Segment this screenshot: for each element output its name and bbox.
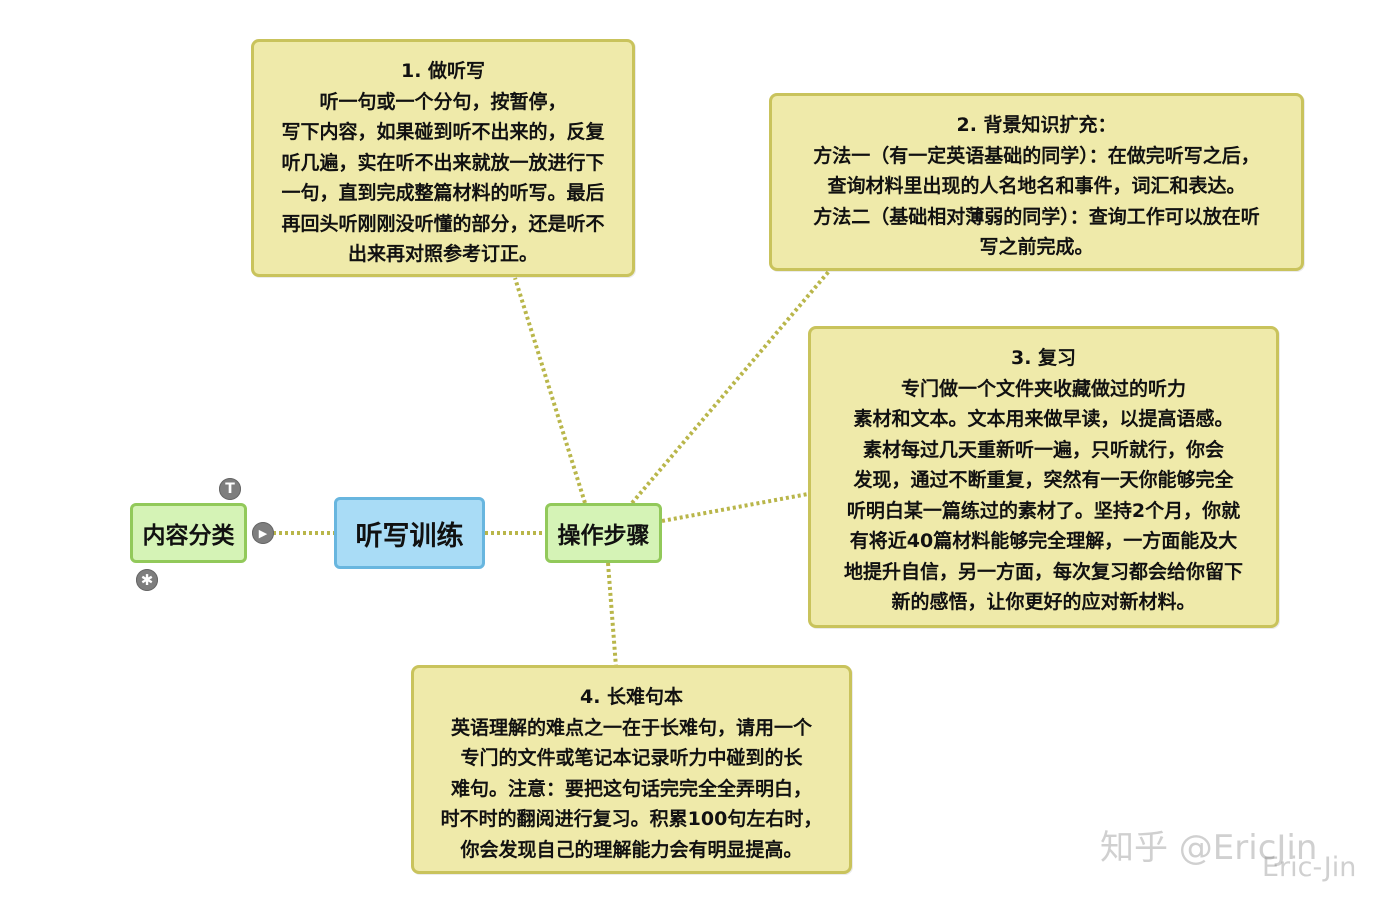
note-line: 一句，直到完成整篇材料的听写。最后	[281, 182, 605, 204]
node-content-category[interactable]: 内容分类	[130, 503, 247, 563]
node-central-topic[interactable]: 听写训练	[334, 497, 485, 569]
note-line: 听几遍，实在听不出来就放一放进行下	[281, 151, 605, 174]
note-line: 素材和文本。文本用来做早读，以提高语感。	[853, 408, 1234, 430]
note-line: 专门做一个文件夹收藏做过的听力	[900, 377, 1186, 400]
watermark-weibo: Eric-Jin	[1262, 852, 1357, 883]
note-line: 写之前完成。	[979, 236, 1094, 258]
note-line: 有将近40篇材料能够完全理解，一方面能及大	[849, 530, 1238, 552]
note-line: 听明白某一篇练过的素材了。坚持2个月，你就	[846, 499, 1241, 522]
expand-icon-glyph: ▶	[258, 526, 268, 540]
node-label: 操作步骤	[557, 523, 650, 549]
note-long-sentences[interactable]: 4. 长难句本 英语理解的难点之一在于长难句，请用一个 专门的文件或笔记本记录听…	[411, 665, 852, 874]
note-title: 1. 做听写	[400, 60, 486, 82]
expand-icon[interactable]: ▶	[252, 522, 274, 544]
note-title: 2. 背景知识扩充：	[956, 114, 1117, 136]
note-line: 你会发现自己的理解能力会有明显提高。	[460, 838, 803, 861]
note-line: 专门的文件或笔记本记录听力中碰到的长	[460, 747, 803, 769]
connector-branch-note3	[661, 492, 809, 523]
star-icon-glyph: ✱	[140, 571, 154, 589]
note-title: 4. 长难句本	[579, 686, 684, 708]
note-background-knowledge[interactable]: 2. 背景知识扩充： 方法一（有一定英语基础的同学）：在做完听写之后， 查询材料…	[769, 93, 1304, 271]
note-line: 时不时的翻阅进行复习。积累100句左右时，	[440, 808, 823, 830]
connector-branch-note2	[630, 268, 832, 505]
note-line: 出来再对照参考订正。	[347, 243, 538, 265]
connector-branch-note1	[513, 277, 587, 504]
note-title: 3. 复习	[1010, 347, 1077, 369]
star-icon[interactable]: ✱	[136, 569, 158, 591]
note-line: 地提升自信，另一方面，每次复习都会给你留下	[843, 560, 1243, 583]
note-review[interactable]: 3. 复习 专门做一个文件夹收藏做过的听力 素材和文本。文本用来做早读，以提高语…	[808, 326, 1279, 628]
topic-icon[interactable]: T	[219, 478, 241, 500]
node-label: 内容分类	[142, 523, 235, 549]
topic-icon-glyph: T	[225, 481, 235, 497]
note-line: 方法二（基础相对薄弱的同学）：查询工作可以放在听	[813, 205, 1260, 228]
note-line: 查询材料里出现的人名地名和事件，词汇和表达。	[827, 175, 1246, 197]
watermark-zhihu: 知乎 @EricJin	[1100, 828, 1318, 868]
note-line: 写下内容，如果碰到听不出来的，反复	[281, 121, 605, 143]
note-dictation[interactable]: 1. 做听写 听一句或一个分句，按暂停， 写下内容，如果碰到听不出来的，反复 听…	[251, 39, 635, 277]
note-line: 素材每过几天重新听一遍，只听就行，你会	[862, 438, 1224, 461]
node-operation-steps[interactable]: 操作步骤	[545, 503, 662, 563]
node-label: 听写训练	[355, 520, 464, 552]
note-line: 英语理解的难点之一在于长难句，请用一个	[450, 716, 812, 739]
note-line: 再回头听刚刚没听懂的部分，还是听不	[281, 212, 605, 235]
note-line: 新的感悟，让你更好的应对新材料。	[891, 591, 1196, 613]
note-line: 听一句或一个分句，按暂停，	[319, 90, 567, 113]
note-line: 发现，通过不断重复，突然有一天你能够完全	[853, 469, 1234, 491]
note-line: 方法一（有一定英语基础的同学）：在做完听写之后，	[813, 144, 1260, 167]
note-line: 难句。注意：要把这句话完完全全弄明白，	[450, 777, 812, 800]
connector-branch-note4	[606, 562, 618, 668]
